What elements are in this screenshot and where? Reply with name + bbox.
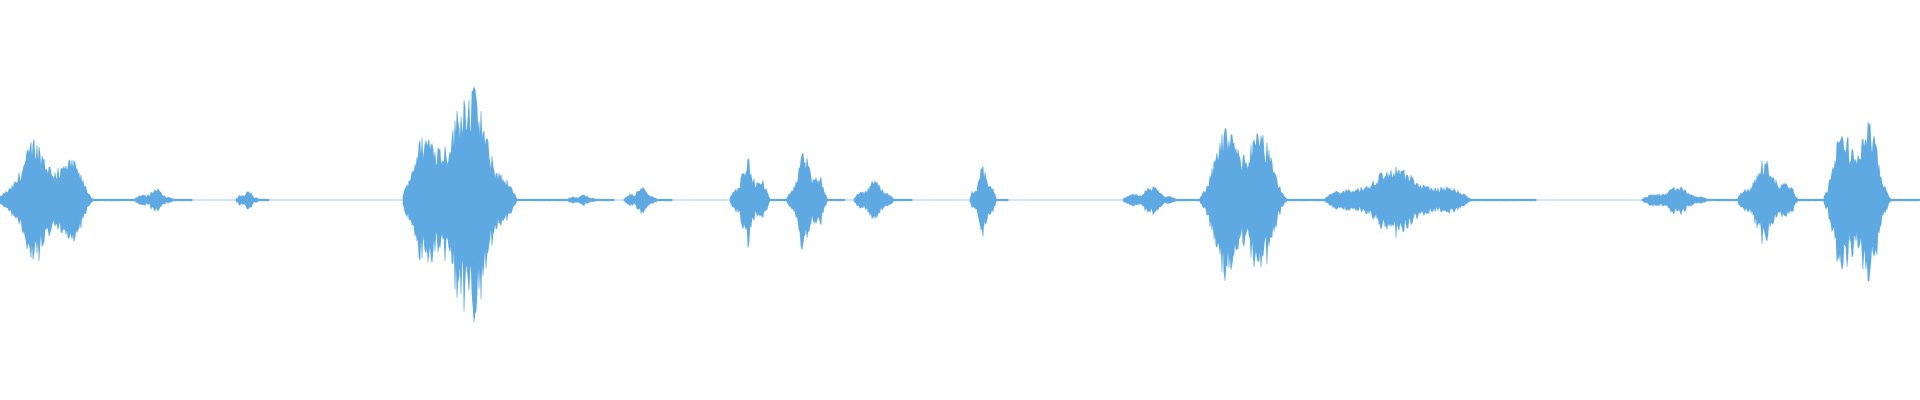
waveform-segment-s14	[1641, 186, 1739, 216]
waveform-segment-s13	[1324, 166, 1537, 238]
waveform-segment-s9	[853, 180, 913, 220]
waveform-segment-s10	[969, 165, 1009, 237]
waveform-segment-s3	[235, 191, 270, 210]
waveform-segment-s16	[1823, 121, 1920, 282]
waveform-segment-s8	[786, 152, 846, 250]
waveform-segment-s2	[133, 188, 193, 212]
waveform-segment-s7	[729, 158, 788, 248]
waveform-segment-s12	[1199, 127, 1326, 281]
waveform-segment-s11	[1122, 186, 1201, 216]
waveform-segment-s6	[623, 187, 673, 215]
waveform-segment-s1	[0, 139, 135, 262]
waveform-segment-s4	[402, 86, 567, 323]
waveform-segment-s15	[1737, 160, 1825, 245]
waveform-segment-s5	[565, 194, 615, 207]
